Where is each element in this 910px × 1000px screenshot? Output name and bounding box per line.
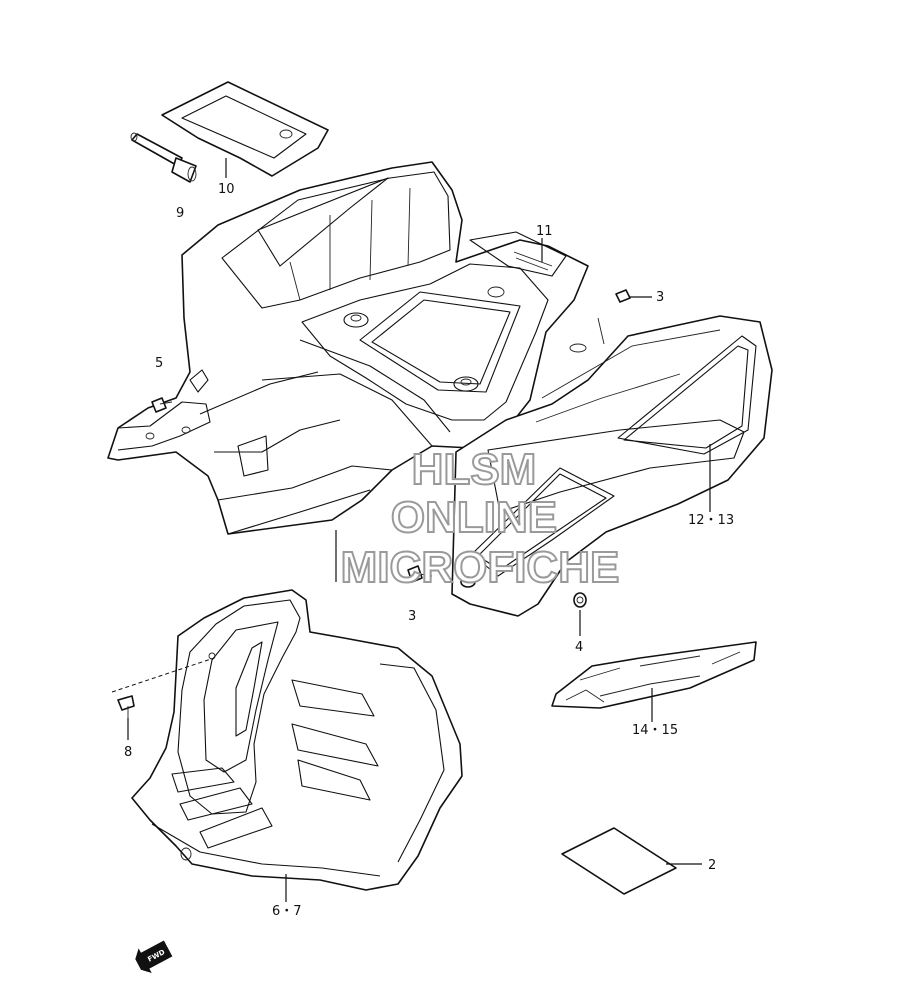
forward-arrow-icon: FWD [135,940,173,974]
callouts: 10 9 11 3 5 12・13 3 4 14・15 8 2 6・7 [124,182,734,919]
part-2-plate [561,827,702,895]
watermark-line-3: MICROFICHE [341,543,620,592]
leader-lines [225,158,711,902]
fastener-bolt-5 [151,397,173,413]
part-6-7-mud-guard [131,589,463,891]
fastener-nut-4 [573,592,587,636]
callout-5: 5 [155,356,163,371]
callout-3-lower: 3 [408,609,416,624]
callout-12-13: 12・13 [688,513,734,528]
callout-8: 8 [124,745,132,760]
fastener-screw-3-upper [615,289,652,303]
callout-9: 9 [176,206,184,221]
rear-fender [107,161,589,535]
callout-6-7: 6・7 [272,904,302,919]
part-9-grip-tube [130,132,197,183]
watermark-line-2: ONLINE [391,493,557,542]
callout-14-15: 14・15 [632,723,678,738]
part-14-15-decal [551,641,757,709]
callout-10: 10 [218,182,235,197]
watermark-line-1: HLSM [412,445,537,494]
side-cover-right [451,315,773,617]
fastener-screw-8 [111,657,215,740]
callout-4: 4 [575,640,583,655]
part-10-pad [161,81,329,177]
callout-2: 2 [708,858,716,873]
callout-3-upper: 3 [656,290,664,305]
fastener-screw-3-lower [407,565,476,588]
watermark: HLSM ONLINE MICROFICHE [340,444,621,593]
callout-11: 11 [536,224,553,239]
